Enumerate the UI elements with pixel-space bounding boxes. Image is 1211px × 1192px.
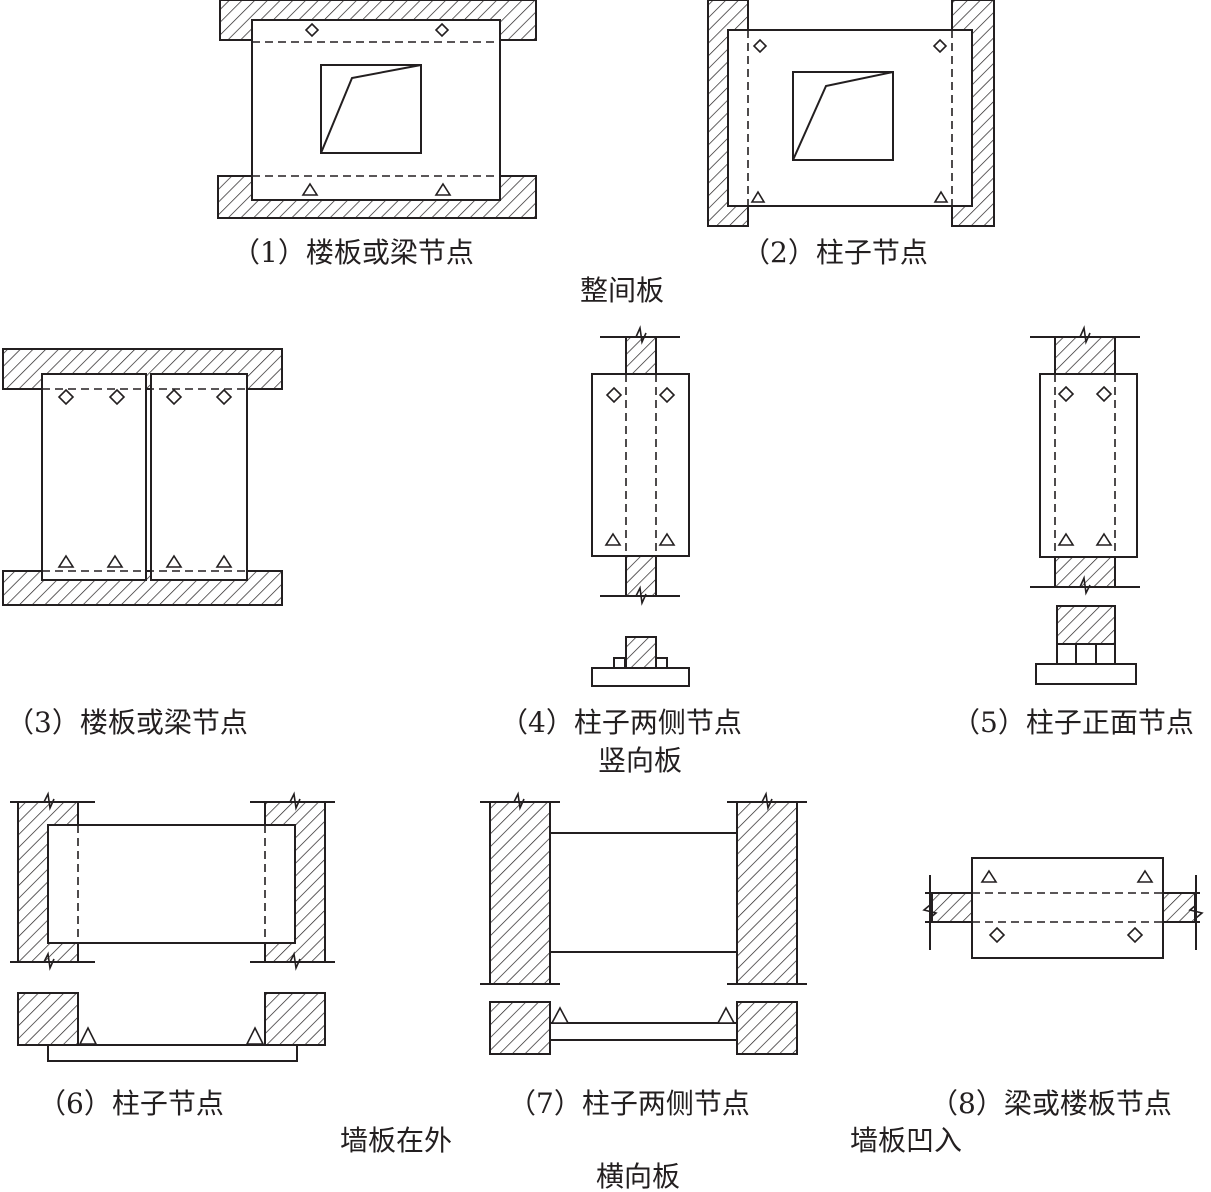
triangle-marker: [434, 182, 452, 196]
group-label-panel-recessed: 墙板凹入: [850, 1124, 962, 1157]
caption-4: （4）柱子两侧节点: [500, 706, 742, 739]
detail-2-column-node: [707, 0, 995, 227]
triangle-marker: [716, 1006, 736, 1024]
group-label-panel-outside: 墙板在外: [340, 1124, 452, 1157]
caption-5: （5）柱子正面节点: [952, 706, 1194, 739]
caption-2: （2）柱子节点: [742, 236, 928, 269]
detail-4-column-side-node: [591, 325, 690, 687]
detail-7-column-side-node: [480, 791, 807, 1055]
wall-panel-left: [41, 373, 147, 581]
triangle-marker: [1057, 532, 1075, 546]
wall-panel: [591, 373, 690, 557]
diamond-marker: [988, 926, 1006, 944]
diamond-marker: [434, 22, 450, 38]
diamond-marker: [605, 386, 623, 404]
diamond-marker: [215, 388, 233, 406]
triangle-marker: [750, 190, 766, 203]
diamond-marker: [1126, 926, 1144, 944]
plan-column: [625, 636, 657, 669]
plan-left-column: [17, 992, 79, 1046]
caption-8: （8）梁或楼板节点: [930, 1087, 1172, 1120]
right-column: [736, 801, 798, 985]
diamond-marker: [658, 386, 676, 404]
triangle-marker: [980, 869, 998, 883]
left-beam: [931, 892, 973, 923]
column-upper: [625, 336, 657, 375]
caption-3: （3）楼板或梁节点: [6, 706, 248, 739]
triangle-marker: [604, 532, 622, 546]
plan-panel: [47, 1044, 298, 1062]
plan-panel: [1035, 663, 1137, 685]
plan-panel: [549, 1022, 738, 1041]
group-label-whole-panel: 整间板: [580, 274, 664, 307]
wall-panel: [47, 824, 296, 944]
wall-panel: [549, 832, 738, 953]
detail-3-floor-beam-node: [2, 348, 283, 606]
triangle-marker: [78, 1026, 98, 1045]
wall-panel: [1039, 373, 1138, 558]
triangle-marker: [106, 554, 124, 568]
triangle-marker: [57, 554, 75, 568]
detail-5-column-front-node: [1030, 325, 1140, 685]
diamond-marker: [1057, 385, 1075, 403]
diamond-marker: [304, 22, 320, 38]
triangle-marker: [1095, 532, 1113, 546]
left-column: [489, 801, 551, 985]
plan-panel: [591, 667, 690, 687]
diamond-marker: [752, 38, 768, 54]
triangle-marker: [165, 554, 183, 568]
window-opening: [320, 64, 422, 154]
caption-6: （6）柱子节点: [38, 1087, 224, 1120]
wall-panel: [971, 857, 1164, 959]
plan-right-column: [736, 1001, 798, 1055]
caption-7: （7）柱子两侧节点: [508, 1087, 750, 1120]
triangle-marker: [215, 554, 233, 568]
detail-6-column-node: [10, 791, 335, 1062]
group-label-vertical-panel: 竖向板: [598, 744, 682, 777]
triangle-marker: [245, 1026, 265, 1045]
wall-panel: [727, 29, 973, 207]
diamond-marker: [165, 388, 183, 406]
triangle-marker: [550, 1006, 570, 1024]
triangle-marker: [1136, 869, 1154, 883]
diamond-marker: [57, 388, 75, 406]
triangle-marker: [301, 182, 319, 196]
triangle-marker: [658, 532, 676, 546]
diamond-marker: [108, 388, 126, 406]
column-upper: [1054, 336, 1116, 375]
right-beam: [1162, 892, 1196, 923]
wall-panel: [251, 19, 501, 201]
triangle-marker: [933, 190, 949, 203]
detail-8-beam-floor-node: [922, 857, 1204, 959]
window-opening: [792, 71, 894, 161]
plan-right-column: [264, 992, 326, 1046]
group-label-horizontal-panel: 横向板: [596, 1160, 680, 1192]
caption-1: （1）楼板或梁节点: [232, 236, 474, 269]
detail-1-floor-beam-node: [217, 0, 537, 219]
wall-panel-right: [150, 373, 248, 581]
diamond-marker: [1095, 385, 1113, 403]
diamond-marker: [932, 38, 948, 54]
plan-left-column: [489, 1001, 551, 1055]
